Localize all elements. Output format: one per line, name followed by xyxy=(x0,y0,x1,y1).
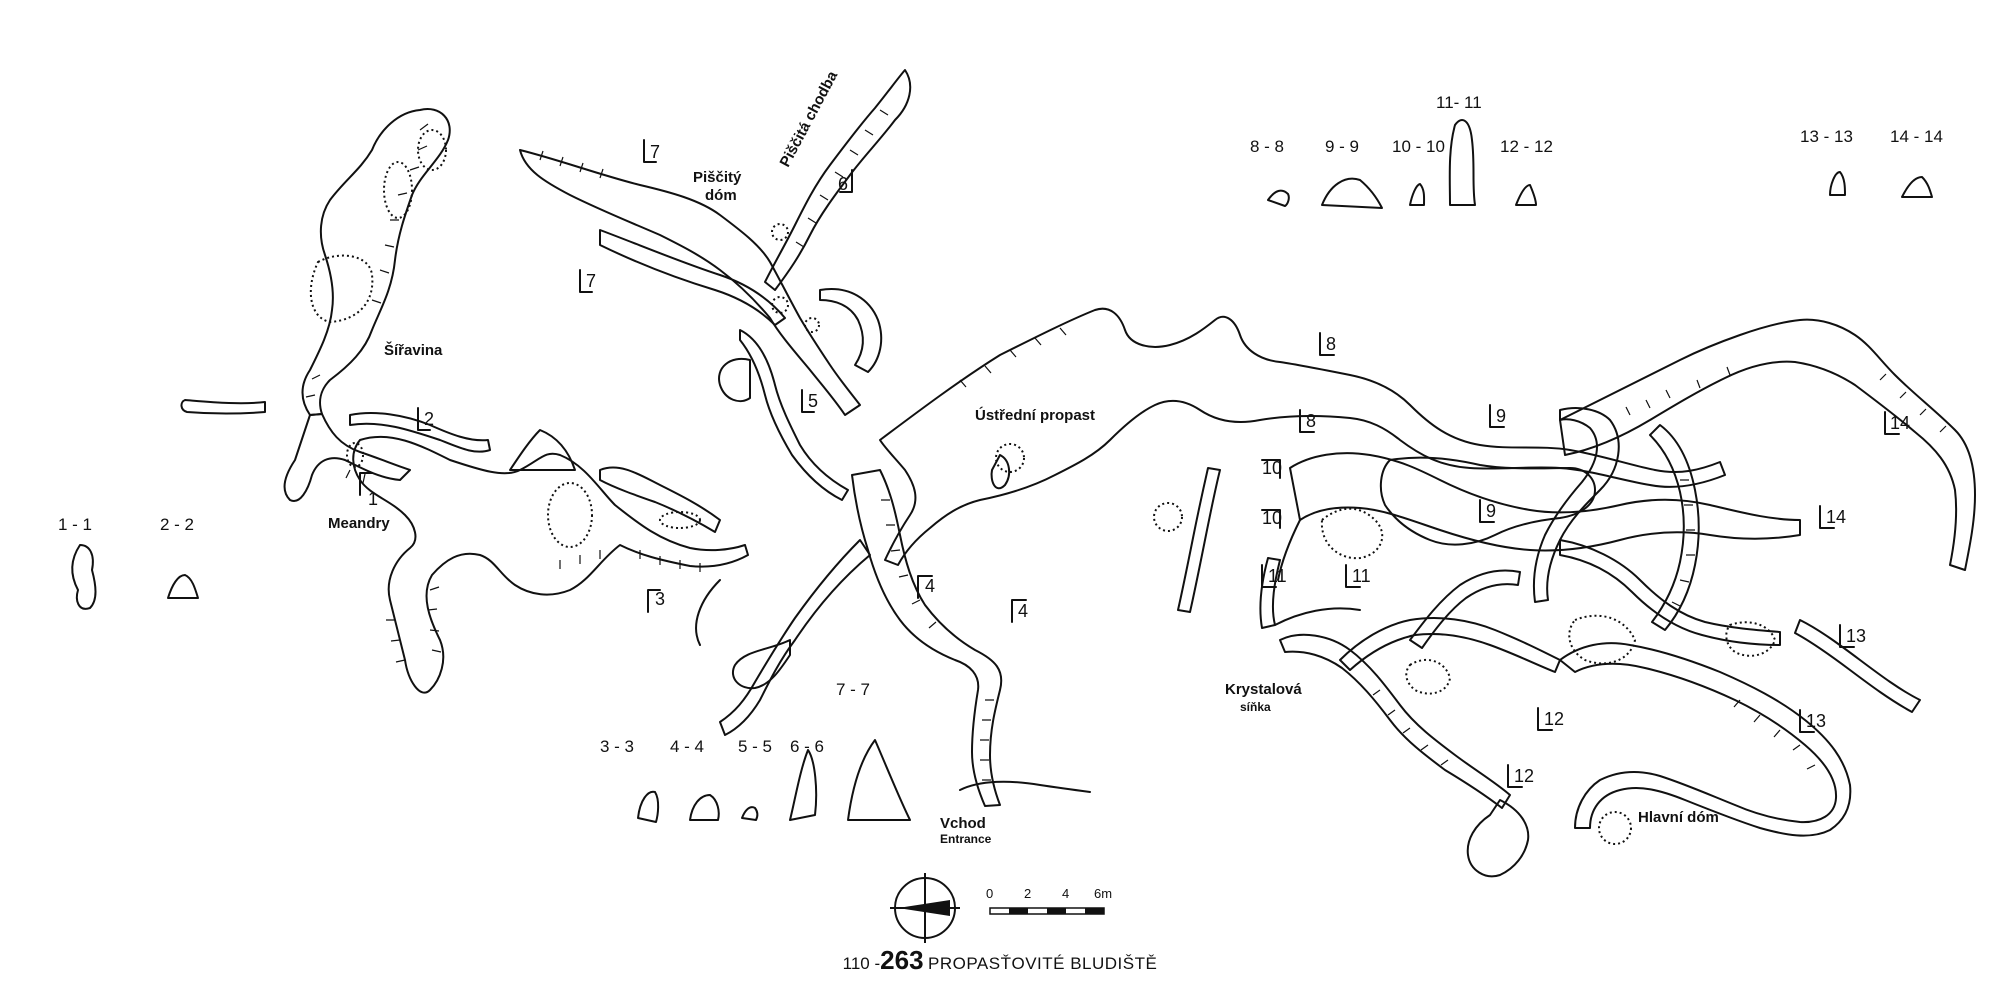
section-mark-9b: 9 xyxy=(1486,501,1496,521)
section-mark-12b: 12 xyxy=(1514,766,1534,786)
section-label-2-2: 2 - 2 xyxy=(160,515,194,534)
section-mark-11b: 11 xyxy=(1352,566,1371,586)
section-brackets xyxy=(359,139,1900,788)
pisc-chodba xyxy=(764,69,912,291)
place-hlavni-dom: Hlavní dóm xyxy=(1638,809,1719,826)
section-labels: 1 - 1 2 - 2 3 - 3 4 - 4 5 - 5 6 - 6 7 - … xyxy=(58,93,1943,756)
section-mark-1: 1 xyxy=(368,489,378,509)
section-mark-numbers: 1 2 3 4 4 5 6 7 7 8 8 9 9 10 10 11 11 12… xyxy=(368,142,1910,786)
section-label-11-11: 11- 11 xyxy=(1436,93,1482,112)
section-mark-10a: 10 xyxy=(1262,458,1282,478)
section-label-5-5: 5 - 5 xyxy=(738,737,772,756)
place-meandry: Meandry xyxy=(328,515,390,532)
place-piscity-dom-1: Piščitý xyxy=(693,169,742,186)
section-mark-8a: 8 xyxy=(1326,334,1336,354)
shaft-markers xyxy=(346,129,1777,845)
section-mark-4a: 4 xyxy=(925,576,935,596)
pisc-dom-passage xyxy=(519,149,861,416)
east-complex xyxy=(1289,452,1801,552)
section-label-12-12: 12 - 12 xyxy=(1500,137,1553,156)
siravina-passage xyxy=(301,108,451,416)
scale-tick-6m: 6m xyxy=(1094,886,1112,901)
krystalova-passage xyxy=(1279,633,1511,809)
scale-tick-2: 2 xyxy=(1024,886,1031,901)
cross-sections xyxy=(71,119,1933,823)
section-mark-4b: 4 xyxy=(1018,601,1028,621)
section-mark-10b: 10 xyxy=(1262,508,1282,528)
meandry-complex xyxy=(352,435,749,694)
section-label-9-9: 9 - 9 xyxy=(1325,137,1359,156)
section-label-8-8: 8 - 8 xyxy=(1250,137,1284,156)
section-mark-14b: 14 xyxy=(1826,507,1846,527)
scale-tick-0: 0 xyxy=(986,886,993,901)
compass-icon xyxy=(890,873,960,943)
vchod-passage xyxy=(851,469,1003,807)
section-label-10-10: 10 - 10 xyxy=(1392,137,1445,156)
place-krystalova-1: Krystalová xyxy=(1225,681,1302,698)
title-number: 263 xyxy=(880,945,924,975)
place-ustredni-propast: Ústřední propast xyxy=(975,406,1095,424)
section-mark-2: 2 xyxy=(424,409,434,429)
scale-tick-4: 4 xyxy=(1062,886,1069,901)
section-mark-14a: 14 xyxy=(1890,413,1910,433)
cave-passages xyxy=(180,69,1976,878)
section-mark-13b: 13 xyxy=(1806,711,1826,731)
map-title: 110 -263 PROPASŤOVITÉ BLUDIŠTĚ xyxy=(0,945,2000,976)
meandry-west xyxy=(283,413,411,502)
section-mark-7b: 7 xyxy=(586,271,596,291)
section-label-3-3: 3 - 3 xyxy=(600,737,634,756)
ustredni-propast-area xyxy=(879,307,1726,566)
section-label-1-1: 1 - 1 xyxy=(58,515,92,534)
section-mark-11a: 11 xyxy=(1268,566,1287,586)
section-label-7-7: 7 - 7 xyxy=(836,680,870,699)
title-prefix: 110 - xyxy=(842,954,881,973)
section-mark-8b: 8 xyxy=(1306,411,1316,431)
section-mark-7a: 7 xyxy=(650,142,660,162)
place-siravina: Šířavina xyxy=(384,341,443,359)
section-label-13-13: 13 - 13 xyxy=(1800,127,1853,146)
hachures xyxy=(305,109,1947,781)
place-piscita-chodba: Piščitá chodba xyxy=(777,68,842,170)
title-name: PROPASŤOVITÉ BLUDIŠTĚ xyxy=(928,954,1158,973)
place-vchod: Vchod xyxy=(940,815,986,832)
section-label-14-14: 14 - 14 xyxy=(1890,127,1943,146)
section-mark-12a: 12 xyxy=(1544,709,1564,729)
section-mark-5: 5 xyxy=(808,391,818,411)
section-mark-9a: 9 xyxy=(1496,406,1506,426)
section-mark-6: 6 xyxy=(838,174,848,194)
section-label-6-6: 6 - 6 xyxy=(790,737,824,756)
section-mark-3: 3 xyxy=(655,589,665,609)
section-mark-13a: 13 xyxy=(1846,626,1866,646)
place-entrance: Entrance xyxy=(940,832,992,846)
section-label-4-4: 4 - 4 xyxy=(670,737,704,756)
scale-bar: 0 2 4 6m xyxy=(986,886,1112,915)
place-krystalova-2: síňka xyxy=(1240,700,1271,714)
place-piscity-dom-2: dóm xyxy=(705,187,737,204)
